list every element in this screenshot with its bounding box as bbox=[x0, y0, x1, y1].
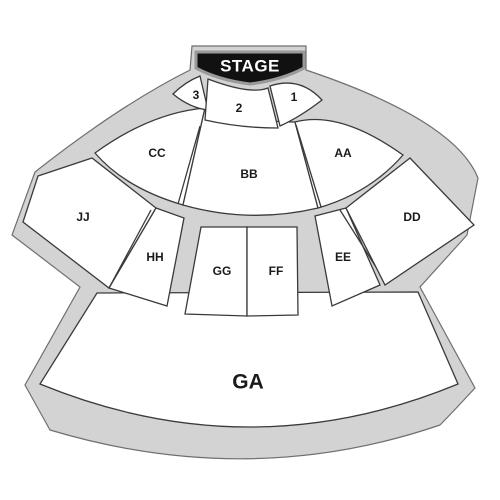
section-ee[interactable] bbox=[314, 207, 381, 307]
stage-label: STAGE bbox=[220, 56, 280, 75]
hh-row-divider bbox=[108, 209, 152, 289]
section-1[interactable] bbox=[269, 82, 323, 127]
section-ga[interactable] bbox=[39, 291, 459, 428]
bb-right-divider bbox=[295, 124, 322, 208]
section-hh[interactable] bbox=[108, 207, 185, 307]
section-aa[interactable] bbox=[294, 118, 404, 209]
stage bbox=[194, 50, 306, 86]
section-2[interactable] bbox=[204, 78, 279, 129]
section-3[interactable] bbox=[172, 75, 209, 111]
bb-left-divider bbox=[177, 125, 201, 205]
section-ff[interactable] bbox=[246, 226, 299, 317]
section-dd[interactable] bbox=[345, 157, 476, 286]
